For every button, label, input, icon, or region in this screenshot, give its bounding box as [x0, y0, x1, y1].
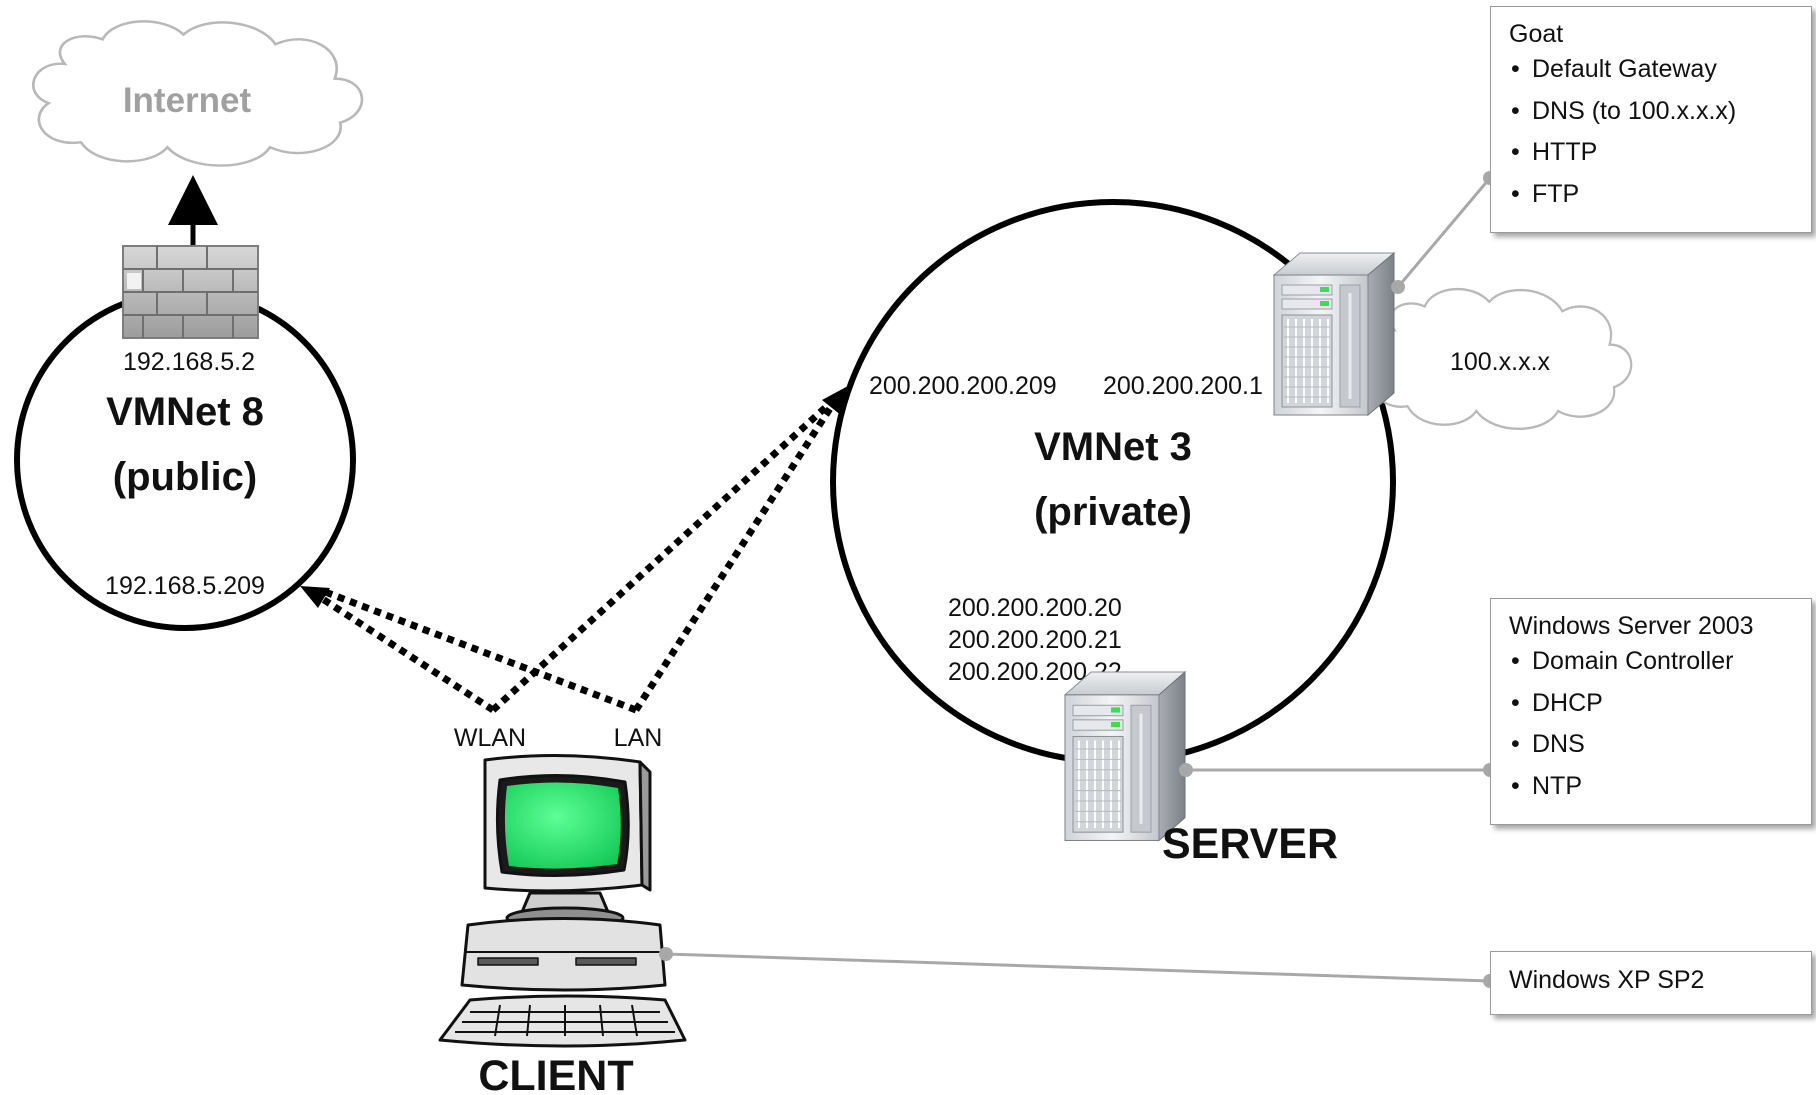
- windows-server-service-list: Domain Controller DHCP DNS NTP: [1509, 641, 1811, 807]
- goat-server-icon: [1272, 251, 1396, 417]
- list-item: Domain Controller: [1509, 641, 1811, 683]
- server-label: SERVER: [1162, 820, 1338, 868]
- client-computer-icon: [438, 753, 687, 1048]
- windows-server-icon: [1063, 670, 1187, 843]
- vmnet3-subtitle: (private): [1034, 490, 1192, 534]
- vmnet3-title: VMNet 3: [1034, 425, 1192, 469]
- goat-info-box: Goat Default Gateway DNS (to 100.x.x.x) …: [1490, 6, 1812, 233]
- client-os-info-title: Windows XP SP2: [1509, 966, 1705, 994]
- lan-link-vmnet3: [633, 394, 841, 712]
- wlan-label: WLAN: [454, 724, 526, 752]
- external-cloud-label: 100.x.x.x: [1450, 348, 1551, 376]
- lan-label: LAN: [614, 724, 663, 752]
- list-item: NTP: [1509, 766, 1811, 808]
- vmnet3-server-ip: 200.200.200.21: [948, 626, 1122, 654]
- arrowhead-vmnet8: [300, 586, 330, 608]
- client-label: CLIENT: [478, 1052, 633, 1095]
- wlan-link-vmnet8: [316, 593, 495, 713]
- internet-label: Internet: [123, 81, 252, 120]
- client-os-info-box: Windows XP SP2: [1490, 951, 1812, 1015]
- list-item: DNS: [1509, 724, 1811, 766]
- list-item: HTTP: [1509, 132, 1811, 174]
- goat-service-list: Default Gateway DNS (to 100.x.x.x) HTTP …: [1509, 49, 1811, 215]
- vmnet8-client-ip: 192.168.5.209: [105, 572, 265, 600]
- list-item: FTP: [1509, 174, 1811, 216]
- windows-server-info-title: Windows Server 2003: [1509, 612, 1754, 640]
- connectors: [659, 171, 1497, 988]
- vmnet8-subtitle: (public): [113, 455, 257, 499]
- windows-server-info-box: Windows Server 2003 Domain Controller DH…: [1490, 598, 1812, 825]
- list-item: DHCP: [1509, 683, 1811, 725]
- firewall-icon: [122, 245, 259, 339]
- lan-link-vmnet8: [318, 586, 638, 714]
- internet-cloud: Internet: [31, 20, 364, 167]
- goat-info-title: Goat: [1509, 20, 1564, 48]
- vmnet8-gateway-ip: 192.168.5.2: [123, 348, 255, 376]
- external-cloud: 100.x.x.x: [1368, 287, 1633, 431]
- vmnet8-title: VMNet 8: [106, 390, 264, 434]
- list-item: DNS (to 100.x.x.x): [1509, 91, 1811, 133]
- vmnet3-goat-ip: 200.200.200.1: [1103, 372, 1263, 400]
- arrowhead-vmnet3: [822, 386, 848, 416]
- vmnet3-client-ip: 200.200.200.209: [869, 372, 1057, 400]
- list-item: Default Gateway: [1509, 49, 1811, 91]
- vmnet3-server-ip: 200.200.200.20: [948, 594, 1122, 622]
- client-links: [316, 393, 841, 714]
